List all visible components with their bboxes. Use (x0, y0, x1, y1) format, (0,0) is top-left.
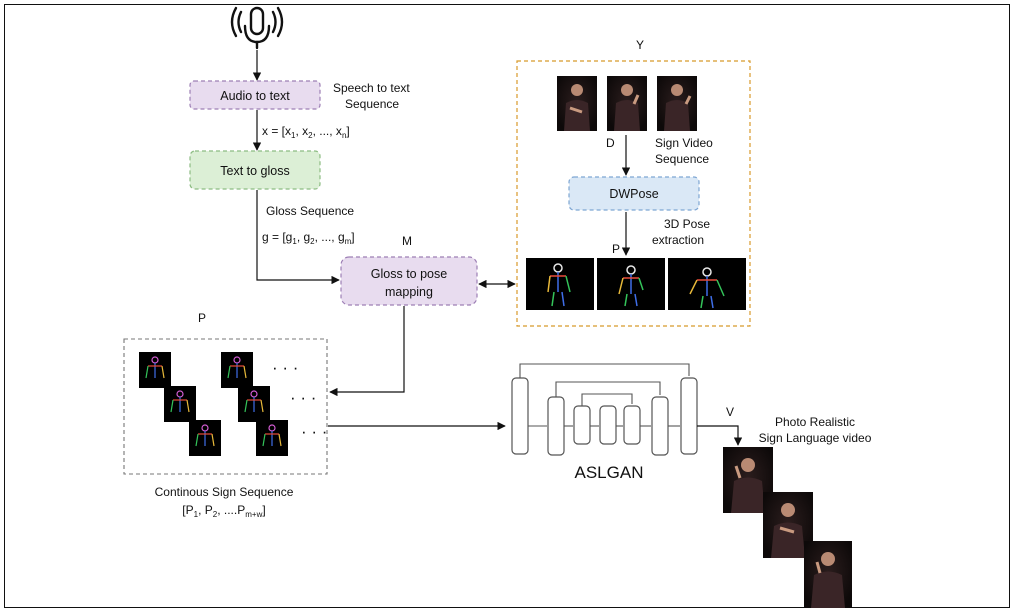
continuous-sign-sequence-label: [P1, P2, ....Pm+w] (182, 503, 265, 519)
output-video-frame-2 (763, 492, 813, 558)
dwpose-label: DWPose (609, 187, 658, 201)
speech-to-text-label-2: Sequence (345, 97, 399, 111)
aslgan-unet (511, 377, 698, 456)
sign-video-frames (557, 76, 697, 131)
gloss-sequence-label: Gloss Sequence (266, 204, 354, 218)
arrow-mapping-to-continuous (329, 306, 405, 397)
sign-video-label-2: Sequence (655, 152, 709, 166)
output-video-frame-3 (804, 541, 852, 608)
m-label: M (402, 234, 412, 248)
y-label: Y (636, 38, 644, 52)
pose-3d-label-1: 3D Pose (664, 217, 710, 231)
ellipsis-1: · · · (272, 358, 298, 377)
pose-skeleton-frame-2 (597, 258, 665, 310)
continuous-frame-3 (189, 420, 221, 456)
ellipsis-3: · · · (301, 422, 327, 441)
pose-skeleton-frames (526, 258, 746, 310)
pose-extraction-region (516, 60, 751, 327)
text-to-gloss-label: Text to gloss (220, 164, 289, 178)
p-left-label: P (198, 311, 206, 325)
p-top-label: P (612, 242, 620, 256)
figure-border (4, 4, 1010, 608)
continuous-frame-2 (164, 386, 196, 422)
microphone-icon (230, 6, 284, 50)
arrow-aslgan-to-video (697, 425, 743, 446)
text-to-gloss-box: Text to gloss (189, 150, 321, 190)
sign-video-frame-3 (657, 76, 697, 131)
output-video-frames (723, 447, 852, 608)
sign-video-label-1: Sign Video (655, 136, 713, 150)
gloss-to-pose-label-2: mapping (385, 285, 433, 299)
continuous-frame-5 (238, 386, 270, 422)
speech-to-text-label-1: Speech to text (333, 81, 410, 95)
sign-video-frame-1 (557, 76, 597, 131)
d-label: D (606, 136, 615, 150)
aslgan-label: ASLGAN (575, 463, 644, 482)
sign-video-frame-2 (607, 76, 647, 131)
photo-realistic-label: Photo Realistic (775, 415, 855, 429)
continuous-sign-region (123, 338, 328, 475)
arrow-gloss-to-mapping (256, 190, 340, 285)
audio-to-text-label: Audio to text (220, 89, 290, 103)
x-sequence-label: x = [x1, x2, ..., xn] (262, 124, 350, 140)
aslgan-skip-connections (519, 363, 690, 427)
pose-skeleton-frame-3 (668, 258, 746, 310)
gloss-to-pose-label-1: Gloss to pose (371, 267, 447, 281)
gloss-to-pose-box: Gloss to pose mapping (340, 256, 478, 306)
continuous-skeleton-frames (139, 352, 288, 456)
pose-skeleton-frame-1 (526, 258, 594, 310)
v-label: V (726, 405, 734, 419)
g-sequence-label: g = [g1, g2, ..., gm] (262, 230, 355, 246)
continuous-frame-4 (221, 352, 253, 388)
audio-to-text-box: Audio to text (189, 80, 321, 110)
pose-3d-label-2: extraction (652, 233, 704, 247)
continuous-sign-label: Continous Sign Sequence (155, 485, 294, 499)
sign-language-video-label: Sign Language video (759, 431, 872, 445)
continuous-frame-6 (256, 420, 288, 456)
dwpose-box: DWPose (568, 176, 700, 211)
continuous-frame-1 (139, 352, 171, 388)
ellipsis-2: · · · (290, 388, 316, 407)
